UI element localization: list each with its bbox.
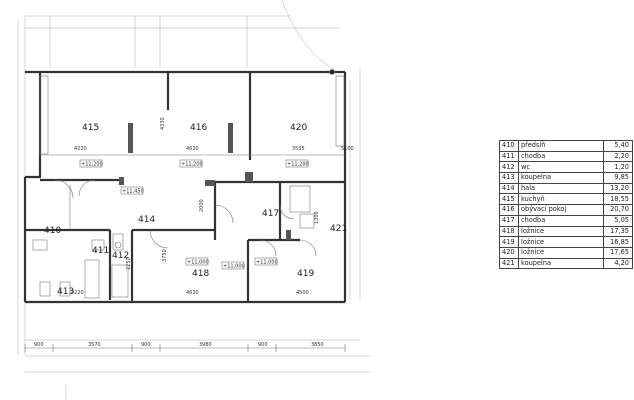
room-area-cell: 18,55 <box>603 193 633 206</box>
room-name-cell: chodba <box>518 214 604 227</box>
dimension-label: 4330 <box>160 117 166 130</box>
room-number-cell: 412 <box>499 161 519 174</box>
room-number-cell: 418 <box>499 225 519 238</box>
room-number-cell: 413 <box>499 172 519 184</box>
room-area-cell: 5,40 <box>603 140 633 152</box>
dimension-label: 3850 <box>311 342 324 348</box>
dimension-label: 3750 <box>162 249 168 262</box>
room-number-cell: 419 <box>499 236 519 248</box>
exterior-walls <box>23 70 347 304</box>
room-name-cell: koupelna <box>518 172 604 184</box>
room-number-cell: 415 <box>499 193 519 206</box>
dimension-label: 4500 <box>296 290 309 296</box>
room-label: 413 <box>57 287 74 297</box>
dimension-label: 3980 <box>199 342 212 348</box>
dimension-label: 2250 <box>126 257 132 270</box>
room-labels: 415 416 420 414 417 410 411 412 421 413 … <box>44 123 347 297</box>
dimension-label: 2000 <box>199 199 205 212</box>
dimension-label: 900 <box>34 342 44 348</box>
room-label: 420 <box>290 123 307 133</box>
level-tag: +11,200 <box>181 162 203 168</box>
room-area-cell: 20,70 <box>603 204 633 216</box>
level-tag: +11,450 <box>122 189 144 195</box>
room-dimensions: 4220 4630 3535 4330 5100 4630 4500 3750 … <box>71 117 354 296</box>
fixtures <box>32 69 345 299</box>
dimension-label: 900 <box>141 342 151 348</box>
room-label: 412 <box>112 251 129 261</box>
room-label: 415 <box>82 123 99 133</box>
structural-columns <box>119 123 291 240</box>
room-area-cell: 17,35 <box>603 225 633 238</box>
room-name-cell: ložnice <box>518 225 604 238</box>
room-area-cell: 1,20 <box>603 161 633 174</box>
room-name-cell: obývací pokoj <box>518 204 604 216</box>
room-name-cell: hala <box>518 182 604 195</box>
room-area-cell: 16,85 <box>603 236 633 248</box>
room-label: 421 <box>330 224 347 234</box>
bottom-dimension-chain: 900 3570 900 3980 900 3850 <box>24 342 346 352</box>
room-name-cell: předsíň <box>518 140 604 152</box>
room-area-cell: 4,20 <box>603 257 633 270</box>
floor-plan: 415 416 420 414 417 410 411 412 421 413 … <box>17 0 370 400</box>
room-area-cell: 5,05 <box>603 214 633 227</box>
room-name-cell: ložnice <box>518 236 604 248</box>
room-label: 410 <box>44 226 61 236</box>
room-number-cell: 414 <box>499 182 519 195</box>
dimension-label: 1300 <box>314 211 320 224</box>
level-tag: +11,000 <box>223 264 245 270</box>
level-tag: +11,200 <box>287 162 309 168</box>
dimension-label: 3570 <box>88 342 101 348</box>
room-name-cell: kuchyň <box>518 193 604 206</box>
room-label: 417 <box>262 209 279 219</box>
room-area-cell: 9,85 <box>603 172 633 184</box>
dimension-label: 4220 <box>74 146 87 152</box>
room-area-cell: 17,65 <box>603 246 633 259</box>
room-number-cell: 421 <box>499 257 519 270</box>
room-number-cell: 411 <box>499 150 519 163</box>
dimension-label: 5100 <box>341 146 354 152</box>
room-name-cell: koupelna <box>518 257 604 270</box>
level-tag: +11,200 <box>81 162 103 168</box>
room-name-cell: wc <box>518 161 604 174</box>
level-tag: +11,000 <box>187 260 209 266</box>
grid-lines <box>17 0 370 400</box>
room-label: 418 <box>192 269 209 279</box>
room-area-cell: 2,20 <box>603 150 633 163</box>
room-name-cell: ložnice <box>518 246 604 259</box>
room-label: 416 <box>190 123 207 133</box>
dimension-label: 4220 <box>71 290 84 296</box>
dimension-label: 3535 <box>292 146 305 152</box>
room-name-cell: chodba <box>518 150 604 163</box>
dimension-label: 4630 <box>186 290 199 296</box>
interior-walls <box>25 72 345 300</box>
dimension-label: 4630 <box>186 146 199 152</box>
room-label: 414 <box>138 215 155 225</box>
room-area-cell: 13,20 <box>603 182 633 195</box>
door-swings <box>54 179 317 257</box>
dimension-label: 900 <box>258 342 268 348</box>
room-label: 411 <box>92 246 109 256</box>
room-number-cell: 417 <box>499 214 519 227</box>
room-label: 419 <box>297 269 314 279</box>
room-number-cell: 420 <box>499 246 519 259</box>
room-number-cell: 410 <box>499 140 519 152</box>
room-number-cell: 416 <box>499 204 519 216</box>
level-tag: +11,000 <box>256 260 278 266</box>
level-tags: +11,200 +11,200 +11,200 +11,450 +11,000 … <box>79 159 309 270</box>
